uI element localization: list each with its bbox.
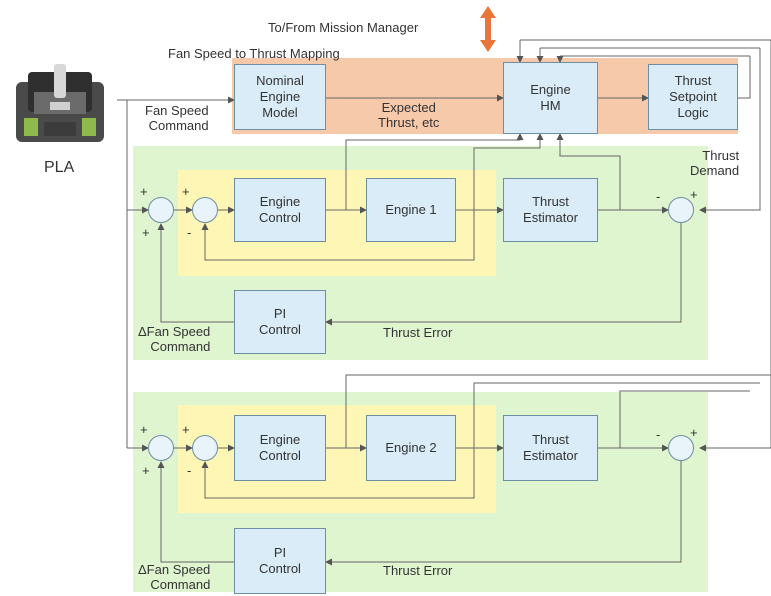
sign-minus: -	[187, 463, 192, 478]
pi-control-box-1: PI Control	[234, 290, 326, 354]
engine-hm-box: Engine HM	[503, 62, 598, 134]
sign-plus: +	[690, 187, 698, 202]
outer-summing-junction-1	[148, 197, 174, 223]
nominal-engine-model-box: Nominal Engine Model	[234, 64, 326, 130]
sign-minus: -	[656, 427, 661, 442]
pla-label: PLA	[44, 159, 75, 176]
thrust-estimator-box-1: Thrust Estimator	[503, 178, 598, 242]
error-summing-junction-1	[668, 197, 694, 223]
thrust-estimator-box-2: Thrust Estimator	[503, 415, 598, 481]
thrust-setpoint-logic-box: Thrust Setpoint Logic	[648, 64, 738, 130]
thrust-error-label-1: Thrust Error	[383, 325, 453, 340]
sign-plus: +	[142, 225, 150, 240]
sign-minus: -	[656, 189, 661, 204]
sign-plus: +	[690, 425, 698, 440]
thrust-error-label-2: Thrust Error	[383, 563, 453, 578]
thrust-demand-label: Thrust Demand	[690, 148, 740, 178]
engine-control-box-1: Engine Control	[234, 178, 326, 242]
error-summing-junction-2	[668, 435, 694, 461]
engine-2-box: Engine 2	[366, 415, 456, 481]
pi-control-box-2: PI Control	[234, 528, 326, 594]
throttle-quadrant-icon	[10, 62, 110, 152]
outer-summing-junction-2	[148, 435, 174, 461]
delta-fan-speed-label-2: ΔFan Speed Command	[138, 562, 211, 592]
delta-fan-speed-label-1: ΔFan Speed Command	[138, 324, 211, 354]
engine-control-box-2: Engine Control	[234, 415, 326, 481]
sign-plus: +	[140, 184, 148, 199]
sign-plus: +	[140, 422, 148, 437]
mapping-title: Fan Speed to Thrust Mapping	[168, 46, 340, 61]
expected-thrust-label: Expected Thrust, etc	[378, 100, 440, 130]
inner-summing-junction-1	[192, 197, 218, 223]
inner-summing-junction-2	[192, 435, 218, 461]
engine-1-box: Engine 1	[366, 178, 456, 242]
fan-speed-command-label: Fan Speed Command	[145, 103, 209, 133]
sign-plus: +	[142, 463, 150, 478]
sign-plus: +	[182, 184, 190, 199]
sign-plus: +	[182, 422, 190, 437]
mission-manager-label: To/From Mission Manager	[268, 20, 419, 35]
sign-minus: -	[187, 225, 192, 240]
